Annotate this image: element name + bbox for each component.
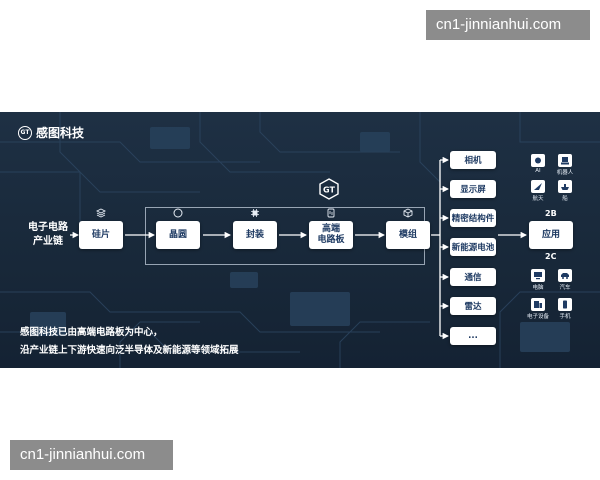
device-label-phone: 手机 <box>559 314 571 320</box>
diagram-banner: GT 感图科技 电子电路 产业链 GT <box>0 112 600 368</box>
chain-label-line: 电子电路 <box>28 222 68 233</box>
flow-connectors <box>70 156 528 340</box>
node-wafer: 晶圆 <box>156 221 200 249</box>
ship-icon <box>558 180 572 193</box>
robot-icon <box>558 154 572 167</box>
aerospace-icon <box>531 180 545 193</box>
circuit-board-icon <box>327 208 335 218</box>
device-label-ship: 船 <box>562 196 568 202</box>
chain-label-line: 产业链 <box>33 236 63 247</box>
app-camera: 相机 <box>450 151 496 169</box>
segment-2b: 2B <box>545 209 557 218</box>
gt-logo-icon: GT <box>319 178 339 200</box>
brand: GT 感图科技 <box>18 124 84 141</box>
device-label-aerospace: 航天 <box>532 196 544 202</box>
node-silicon-wafer: 硅片 <box>79 221 123 249</box>
app-branches <box>440 156 450 340</box>
module-cube-icon <box>403 208 413 218</box>
chip-icon <box>251 209 259 217</box>
device-label-computer: 电脑 <box>532 285 544 291</box>
wafer-disc-icon <box>173 208 183 218</box>
circuit-board-background <box>0 112 600 368</box>
car-icon <box>558 269 572 282</box>
app-more: ... <box>450 327 496 345</box>
watermark-top: cn1-jinnianhui.com <box>426 10 590 40</box>
device-label-electronic-device: 电子设备 <box>526 314 549 320</box>
watermark-bottom: cn1-jinnianhui.com <box>10 440 173 470</box>
app-communication: 通信 <box>450 268 496 286</box>
caption-line-2: 沿产业链上下游快速向泛半导体及新能源等领域拓展 <box>20 345 239 356</box>
gt-logo-text: GT <box>323 186 335 195</box>
device-label-car: 汽车 <box>559 285 571 291</box>
node-high-end-pcb: 高端 电路板 <box>309 221 353 249</box>
app-radar: 雷达 <box>450 297 496 315</box>
app-precision-parts: 精密结构件 <box>450 209 496 227</box>
device-label-ai: AI <box>535 168 541 174</box>
electronic-device-icon <box>531 298 545 311</box>
caption-line-1: 感图科技已由高端电路板为中心， <box>20 327 163 338</box>
node-application: 应用 <box>529 221 573 249</box>
app-new-energy-battery: 新能源电池 <box>450 238 496 256</box>
segment-2c: 2C <box>545 252 557 261</box>
phone-icon <box>558 298 572 311</box>
brand-logo: GT <box>18 125 32 140</box>
ai-chip-icon <box>531 154 545 167</box>
node-module: 模组 <box>386 221 430 249</box>
computer-icon <box>531 269 545 282</box>
app-display: 显示屏 <box>450 180 496 198</box>
brand-name: 感图科技 <box>36 126 85 140</box>
device-label-robot: 机器人 <box>556 170 574 176</box>
layers-icon <box>96 208 106 218</box>
node-packaging: 封装 <box>233 221 277 249</box>
industry-chain-label: 电子电路 产业链 <box>18 221 78 249</box>
